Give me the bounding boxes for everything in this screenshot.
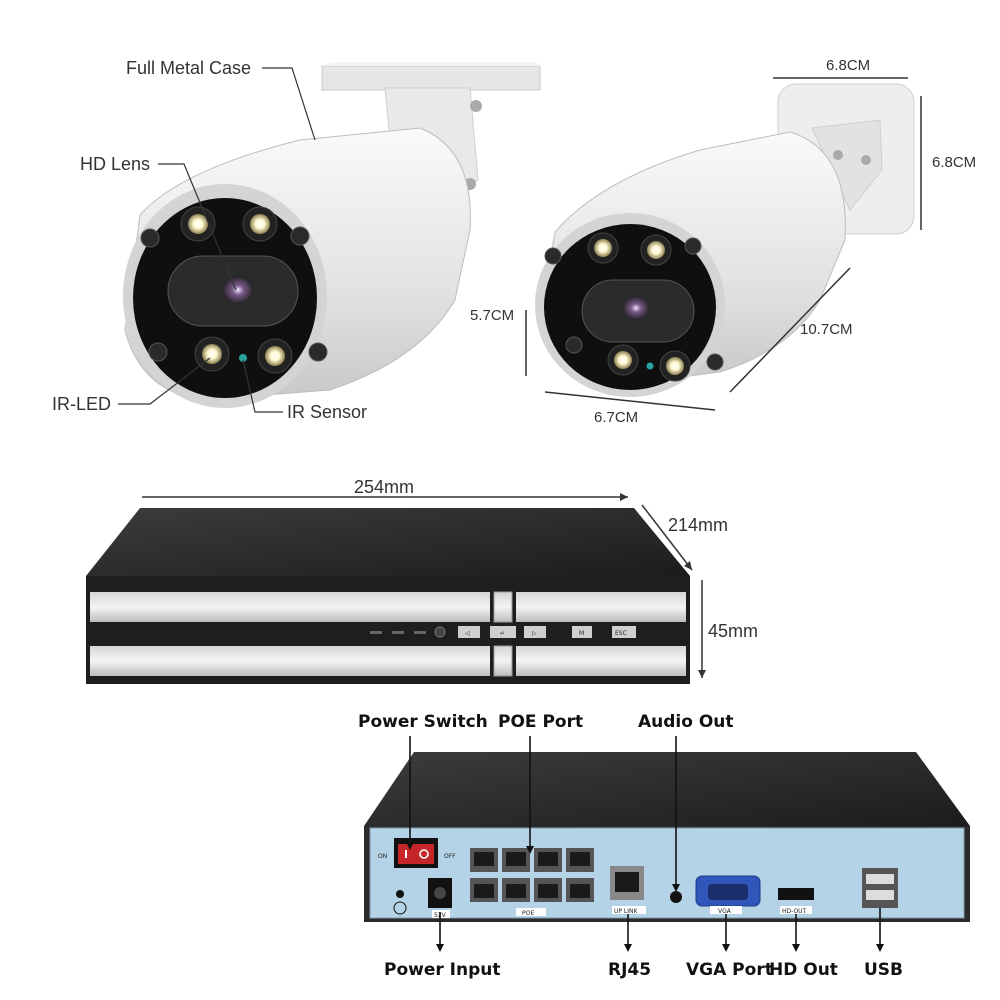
label-power-input: Power Input <box>384 960 501 980</box>
label-audio-out: Audio Out <box>638 712 734 732</box>
btn-menu-label: M <box>579 630 584 637</box>
label-ir-led: IR-LED <box>52 394 111 414</box>
callout-hd-lens: HD Lens <box>80 154 237 291</box>
btn-right-label: ▷ <box>532 630 537 637</box>
label-poe-port: POE Port <box>498 712 583 732</box>
dimension-top-width: 6.8CM <box>773 57 908 79</box>
callout-hd-out: HD Out <box>769 914 838 980</box>
nvr-front <box>86 508 690 684</box>
label-ir-sensor: IR Sensor <box>287 402 367 422</box>
label-rj45: RJ45 <box>608 960 651 980</box>
callout-ir-led: IR-LED <box>52 357 211 414</box>
btn-enter-label: ↵ <box>500 630 505 637</box>
label-usb: USB <box>864 960 903 980</box>
callout-vga-port: VGA Port <box>686 914 773 980</box>
dim-text-nvr-depth: 214mm <box>668 515 728 535</box>
dimension-nvr-height: 45mm <box>698 580 758 678</box>
callout-power-input: Power Input <box>384 912 501 980</box>
rear-audio-out <box>670 891 682 903</box>
dim-text-nvr-width: 254mm <box>354 477 414 497</box>
dim-text-side-height: 6.8CM <box>932 154 976 171</box>
camera-left <box>123 62 541 408</box>
callout-audio-out: Audio Out <box>638 712 734 892</box>
dim-text-nvr-height: 45mm <box>708 621 758 641</box>
rear-hd-out: HD-OUT <box>778 888 814 915</box>
dimension-length: 10.7CM <box>729 267 853 393</box>
rear-power-switch: ON OFF <box>378 838 456 868</box>
dimension-side-height: 6.8CM <box>920 96 976 230</box>
btn-esc-label: ESC <box>615 630 627 637</box>
dimension-nvr-depth: 214mm <box>641 504 728 571</box>
label-hd-out: HD Out <box>769 960 838 980</box>
rear-usb-ports <box>862 868 898 908</box>
label-power-switch: Power Switch <box>358 712 488 732</box>
dim-text-top-width: 6.8CM <box>826 57 870 74</box>
print-on: ON <box>378 853 387 860</box>
rear-ground <box>393 890 407 915</box>
camera-right <box>535 83 915 397</box>
dim-text-length: 10.7CM <box>800 321 853 338</box>
print-hdout: HD-OUT <box>782 908 807 915</box>
callout-usb: USB <box>864 908 903 980</box>
rear-uplink-port: UP LINK <box>610 866 646 915</box>
callout-ir-sensor: IR Sensor <box>242 359 367 422</box>
dim-text-front-width: 6.7CM <box>594 409 638 426</box>
rear-poe-ports: POE <box>470 848 594 917</box>
label-hd-lens: HD Lens <box>80 154 150 174</box>
callout-rj45: RJ45 <box>608 914 651 980</box>
rear-vga-port: VGA <box>695 875 761 915</box>
print-vga: VGA <box>718 908 732 915</box>
callout-full-metal-case: Full Metal Case <box>126 58 316 141</box>
dimension-front-height: 5.7CM <box>470 307 527 376</box>
btn-left-label: ◁ <box>465 630 470 637</box>
print-poe: POE <box>522 910 534 917</box>
label-vga-port: VGA Port <box>686 960 773 980</box>
callout-power-switch: Power Switch <box>358 712 488 850</box>
label-full-metal-case: Full Metal Case <box>126 58 251 78</box>
print-uplink: UP LINK <box>614 908 639 915</box>
nvr-front-buttons: ◁ ↵ ▷ M ESC <box>458 626 636 638</box>
dimension-front-width: 6.7CM <box>544 391 716 426</box>
dimension-nvr-width: 254mm <box>142 477 628 501</box>
dim-text-front-height: 5.7CM <box>470 307 514 324</box>
print-off: OFF <box>444 853 456 860</box>
callout-poe-port: POE Port <box>498 712 583 854</box>
